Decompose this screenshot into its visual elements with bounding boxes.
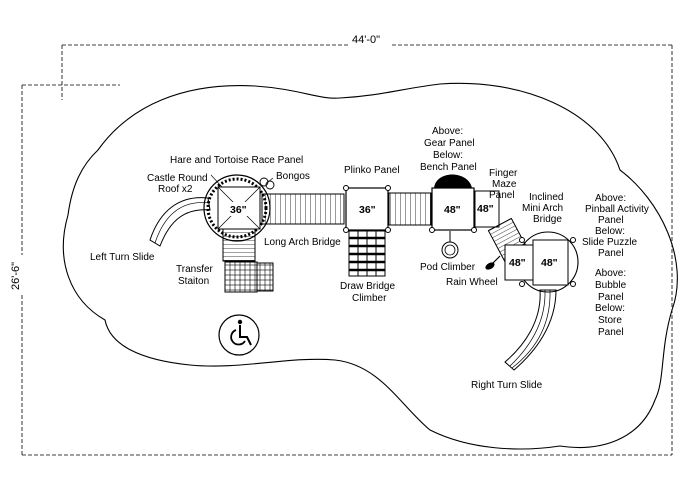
platform-height-4: 48" <box>477 203 494 215</box>
platform-height-2: 36" <box>359 204 376 216</box>
label-pinball-6: Panel <box>598 248 624 259</box>
label-finger-2: Maze <box>492 179 517 190</box>
label-plinko: Plinko Panel <box>344 165 400 176</box>
label-inclined-3: Bridge <box>533 214 562 225</box>
label-transfer-1: Transfer <box>176 264 214 275</box>
right-turn-slide <box>504 289 557 371</box>
label-bongos: Bongos <box>276 171 310 182</box>
label-right-turn-slide: Right Turn Slide <box>471 380 543 391</box>
label-finger-3: Panel <box>489 190 515 201</box>
height-dimension: 26'-6" <box>8 84 672 456</box>
label-gear-2: Gear Panel <box>424 138 475 149</box>
label-transfer-2: Staiton <box>178 276 209 287</box>
label-castle-roof-1: Castle Round <box>147 173 208 184</box>
label-bubble-3: Panel <box>598 292 624 303</box>
label-gear-1: Above: <box>432 126 463 137</box>
label-bubble-4: Below: <box>595 303 625 314</box>
platform-height-3: 48" <box>444 204 461 216</box>
label-left-turn-slide: Left Turn Slide <box>90 252 155 263</box>
label-draw-bridge-2: Climber <box>352 293 387 304</box>
long-arch-bridge <box>261 193 345 225</box>
draw-bridge-climber <box>348 230 386 277</box>
label-rain-wheel: Rain Wheel <box>446 277 498 288</box>
width-label: 44'-0" <box>352 34 380 46</box>
label-gear-4: Bench Panel <box>420 162 477 173</box>
label-inclined-2: Mini Arch <box>522 203 563 214</box>
label-pinball-3: Panel <box>598 215 624 226</box>
width-dimension: 44'-0" <box>61 32 673 455</box>
left-turn-slide <box>149 197 211 247</box>
label-bubble-2: Bubble <box>595 280 627 291</box>
transfer-station-steps <box>222 228 256 262</box>
height-label: 26'-6" <box>10 262 22 290</box>
finger-maze-platform: 48" <box>474 190 500 228</box>
platform-height-1: 36" <box>230 204 247 216</box>
right-round-platform: 48" 48" <box>504 231 579 293</box>
label-bubble-6: Panel <box>598 327 624 338</box>
label-finger-1: Finger <box>489 168 518 179</box>
label-pinball-4: Below: <box>595 226 625 237</box>
label-pinball-5: Slide Puzzle <box>582 237 637 248</box>
wheelchair-icon <box>218 314 260 356</box>
label-bubble-5: Store <box>598 315 622 326</box>
transfer-station-step <box>256 262 274 292</box>
label-draw-bridge-1: Draw Bridge <box>340 281 395 292</box>
leader-lines <box>210 174 274 188</box>
label-gear-3: Below: <box>433 150 463 161</box>
label-inclined-1: Inclined <box>529 192 563 203</box>
label-bubble-1: Above: <box>595 268 626 279</box>
connector-bridge <box>388 192 432 226</box>
label-pinball-1: Above: <box>595 193 626 204</box>
label-hare-tortoise: Hare and Tortoise Race Panel <box>170 155 303 166</box>
platform-height-6: 48" <box>541 257 558 269</box>
label-pod-climber: Pod Climber <box>420 262 476 273</box>
label-long-arch-bridge: Long Arch Bridge <box>264 237 341 248</box>
use-zone-outline <box>62 82 678 450</box>
label-castle-roof-2: Roof x2 <box>158 184 193 195</box>
rain-wheel <box>485 255 501 270</box>
gear-panel-platform: 48" <box>429 174 477 233</box>
transfer-station <box>224 261 258 293</box>
pod-climber <box>441 231 459 259</box>
label-pinball-2: Pinball Activity <box>585 204 649 215</box>
plinko-platform: 36" <box>343 185 391 233</box>
platform-height-5: 48" <box>509 257 526 269</box>
